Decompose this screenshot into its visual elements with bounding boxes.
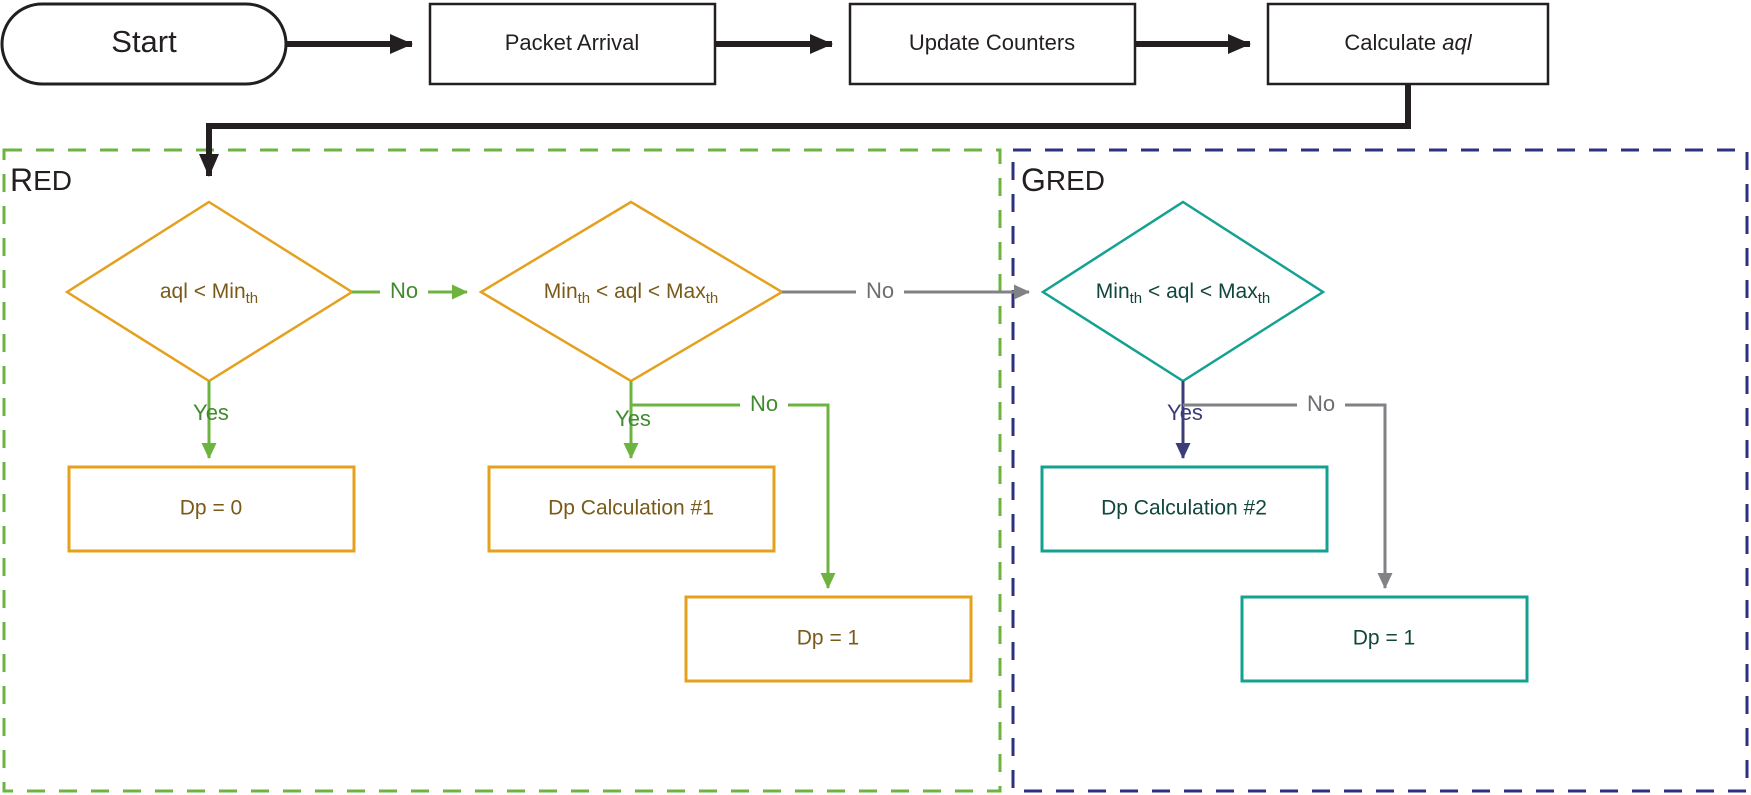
- edge-label-gred-yes: Yes: [1167, 400, 1203, 425]
- edge-label-red-yes-2: Yes: [615, 406, 651, 431]
- decision-gred-minth-aql-maxth-label: Minth < aql < Maxth: [1096, 280, 1270, 307]
- group-red-label: RED: [10, 162, 72, 198]
- node-calculate-aql-label: Calculate aql: [1344, 30, 1472, 55]
- edge-red-d2-no: [631, 403, 836, 589]
- decision-red-minth-aql-maxth-label: Minth < aql < Maxth: [544, 280, 718, 307]
- edge-label-gred-no-out: No: [1307, 391, 1335, 416]
- decision-1-sub-a: th: [246, 290, 259, 307]
- calculate-aql-italic: aql: [1442, 30, 1472, 55]
- group-gred-label: GRED: [1021, 162, 1105, 198]
- node-update-counters-label: Update Counters: [909, 30, 1075, 55]
- box-red-dp-equals-1-label: Dp = 1: [797, 627, 859, 650]
- box-red-dp-equals-0-label: Dp = 0: [180, 497, 242, 520]
- node-packet-arrival-label: Packet Arrival: [505, 30, 640, 55]
- calculate-aql-prefix: Calculate: [1344, 30, 1442, 55]
- edge-label-red-no-1: No: [390, 278, 418, 303]
- red-decision-2-text-b: < aql < Max: [590, 280, 706, 303]
- box-red-dp-equals-0[interactable]: [67, 465, 356, 553]
- group-gred-label-rest: RED: [1046, 165, 1105, 196]
- red-decision-2-sub-b: th: [706, 290, 719, 307]
- gred-decision-text-a: Min: [1096, 280, 1130, 303]
- group-red-label-rest: ED: [33, 165, 72, 196]
- decision-aql-lt-minth-label: aql < Minth: [160, 280, 258, 307]
- red-decision-2-text-a: Min: [544, 280, 578, 303]
- edge-label-bg-no-in: [856, 278, 904, 306]
- gred-decision-sub-b: th: [1258, 290, 1271, 307]
- group-red-label-first: R: [10, 162, 33, 198]
- group-gred: [1011, 148, 1749, 793]
- box-red-dp-calculation-1[interactable]: [487, 465, 776, 553]
- edge-label-red-no-2: No: [750, 391, 778, 416]
- gred-decision-sub-a: th: [1130, 290, 1143, 307]
- box-red-dp-calculation-1-label: Dp Calculation #1: [548, 497, 714, 520]
- node-start-label: Start: [111, 24, 177, 59]
- decision-1-text-a: aql < Min: [160, 280, 246, 303]
- box-gred-dp-equals-1[interactable]: [1240, 595, 1529, 683]
- edge-label-bg-no-out: [1297, 391, 1345, 419]
- group-red: [2, 148, 1002, 793]
- box-red-dp-equals-1[interactable]: [684, 595, 973, 683]
- edge-gred-no: [1183, 403, 1393, 589]
- group-gred-label-first: G: [1021, 162, 1046, 198]
- node-packet-arrival[interactable]: [428, 2, 717, 86]
- gred-decision-text-b: < aql < Max: [1142, 280, 1258, 303]
- box-gred-dp-equals-1-label: Dp = 1: [1353, 627, 1415, 650]
- edge-label-red-yes-1: Yes: [193, 400, 229, 425]
- edge-label-bg-no2: [740, 391, 788, 419]
- red-decision-2-sub-a: th: [578, 290, 591, 307]
- box-gred-dp-calculation-2-label: Dp Calculation #2: [1101, 497, 1267, 520]
- edge-label-bg-no1: [380, 278, 428, 306]
- edge-label-gred-no-in: No: [866, 278, 894, 303]
- edge-calculate-to-red-decision: [199, 84, 1411, 177]
- box-gred-dp-calculation-2[interactable]: [1040, 465, 1329, 553]
